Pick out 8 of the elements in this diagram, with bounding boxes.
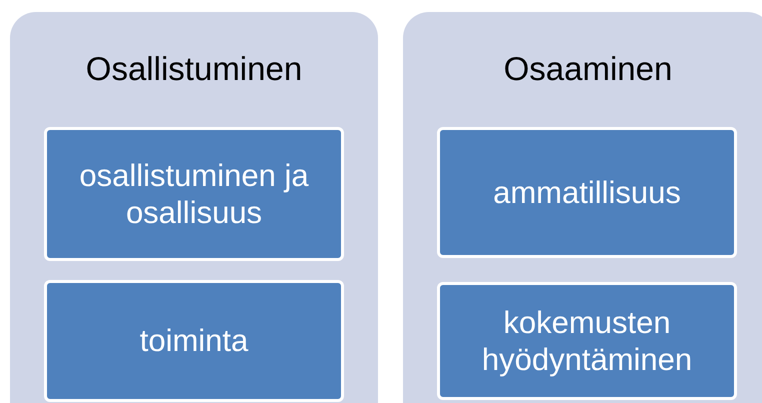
item-box: ammatillisuus	[437, 127, 737, 258]
group-panel	[403, 12, 762, 403]
group-panel	[10, 12, 378, 403]
item-box: kokemusten hyödyntäminen	[437, 282, 737, 400]
group-title: Osallistuminen	[84, 50, 304, 88]
group-title: Osaaminen	[502, 50, 674, 88]
item-box: toiminta	[44, 280, 344, 402]
item-box: osallistuminen ja osallisuus	[44, 127, 344, 261]
